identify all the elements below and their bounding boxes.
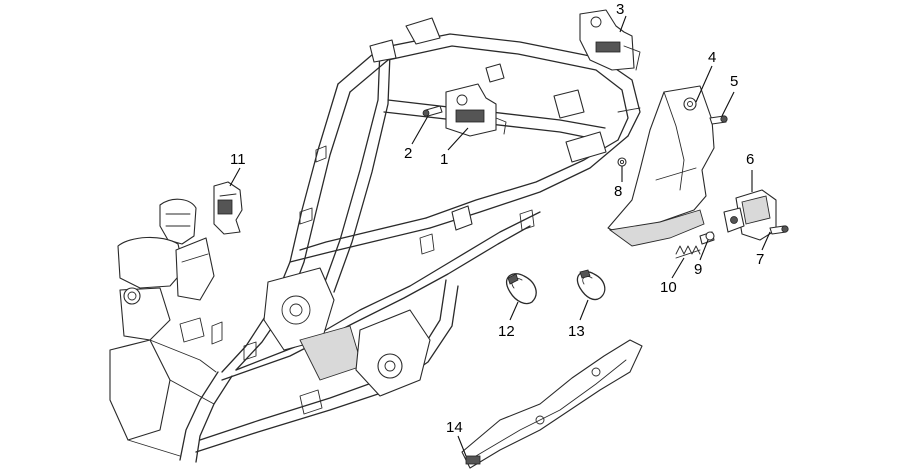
part-10-spring bbox=[675, 245, 701, 259]
callout-2: 2 bbox=[404, 145, 412, 162]
callout-9: 9 bbox=[694, 261, 702, 278]
part-11-clamp-bracket bbox=[213, 181, 243, 235]
callout-11: 11 bbox=[230, 151, 246, 168]
callout-5: 5 bbox=[730, 73, 738, 90]
part-6-lock-assembly bbox=[723, 189, 777, 241]
part-3-hinge bbox=[579, 9, 641, 71]
part-13-hose-clamp bbox=[576, 269, 606, 301]
callout-7: 7 bbox=[756, 251, 764, 268]
callout-8: 8 bbox=[614, 183, 622, 200]
part-4-bracket-panel bbox=[607, 85, 715, 247]
part-12-hose-clamp bbox=[505, 273, 537, 305]
part-2-screw bbox=[422, 105, 443, 117]
part-7-screw bbox=[769, 225, 789, 235]
callout-6: 6 bbox=[746, 151, 754, 168]
callout-10: 10 bbox=[660, 279, 677, 296]
part-9-pin bbox=[699, 231, 715, 245]
part-1-seat-hinge bbox=[445, 83, 507, 137]
callout-12: 12 bbox=[498, 323, 515, 340]
callout-13: 13 bbox=[568, 323, 585, 340]
part-5-bolt bbox=[709, 115, 728, 125]
callout-labels: 1 2 3 4 5 6 7 8 9 10 11 12 13 14 bbox=[230, 1, 764, 436]
callout-3: 3 bbox=[616, 1, 624, 18]
callout-1: 1 bbox=[440, 151, 448, 168]
part-8-nut bbox=[617, 157, 627, 167]
part-14-floor-bracket bbox=[461, 339, 643, 469]
callout-14: 14 bbox=[446, 419, 463, 436]
leader-lines bbox=[229, 15, 771, 457]
scooter-frame bbox=[109, 17, 641, 463]
callout-4: 4 bbox=[708, 49, 716, 66]
